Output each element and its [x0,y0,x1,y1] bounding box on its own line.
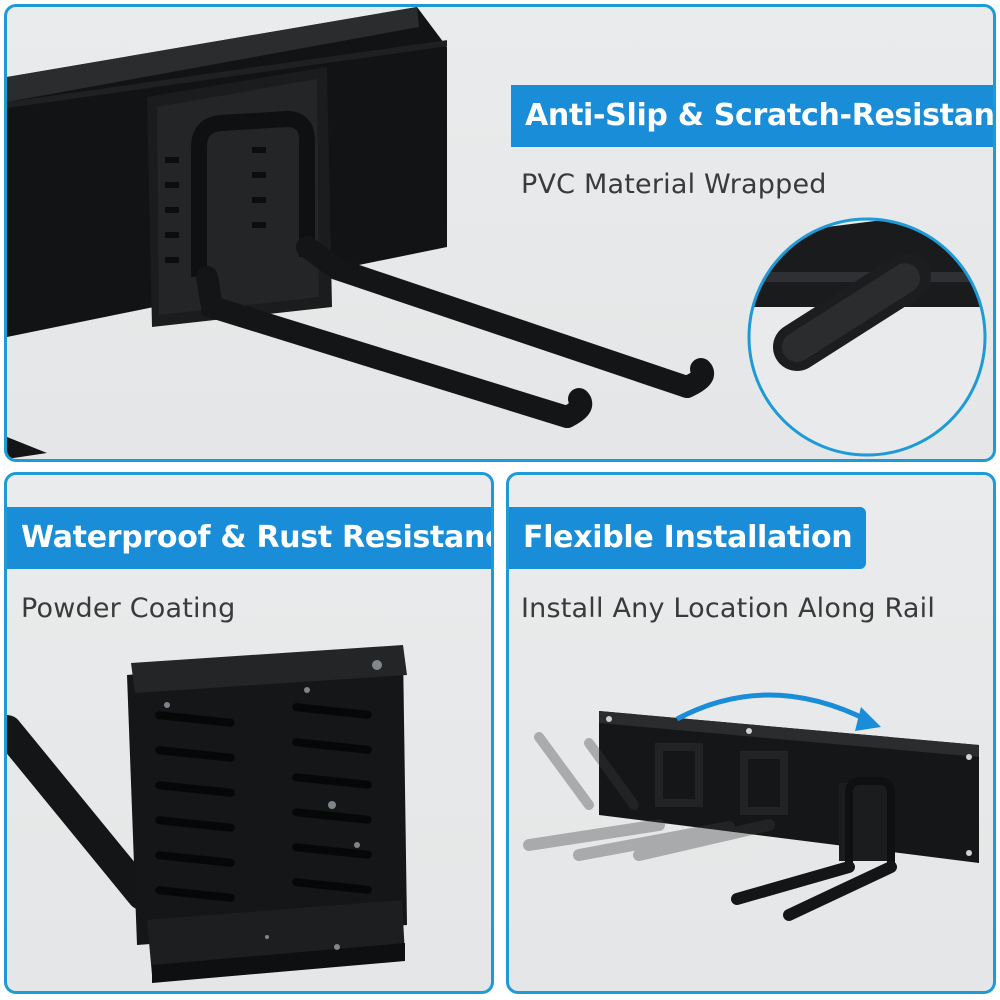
rail-installation-illustration [523,692,979,921]
ghost-hook-positions [523,732,788,861]
feature-subtitle-anti-slip: PVC Material Wrapped [521,169,827,200]
feature-panel-installation: Flexible Installation Install Any Locati… [506,472,996,994]
hook-arm-left [196,266,578,428]
feature-title-waterproof: Waterproof & Rust Resistance [7,507,491,569]
hook-frame [191,111,315,277]
bracket-plate-illustration [7,645,407,983]
hook-arm-right [296,236,698,398]
feature-title-anti-slip: Anti-Slip & Scratch-Resistant [511,85,993,147]
curved-arrow-right-icon [675,692,871,724]
feature-subtitle-waterproof: Powder Coating [21,593,236,624]
feature-title-installation: Flexible Installation [509,507,867,569]
water-droplets [164,660,382,950]
magnify-circle-detail-icon [747,217,987,457]
foam-arm [7,715,157,910]
feature-subtitle-installation: Install Any Location Along Rail [521,593,936,624]
bracket-back-plate [127,651,407,945]
feature-panel-anti-slip: Anti-Slip & Scratch-Resistant PVC Materi… [4,4,996,462]
mounted-hook [731,777,897,921]
hook-on-rail-illustration [7,7,987,459]
feature-panel-waterproof: Waterproof & Rust Resistance Powder Coat… [4,472,494,994]
